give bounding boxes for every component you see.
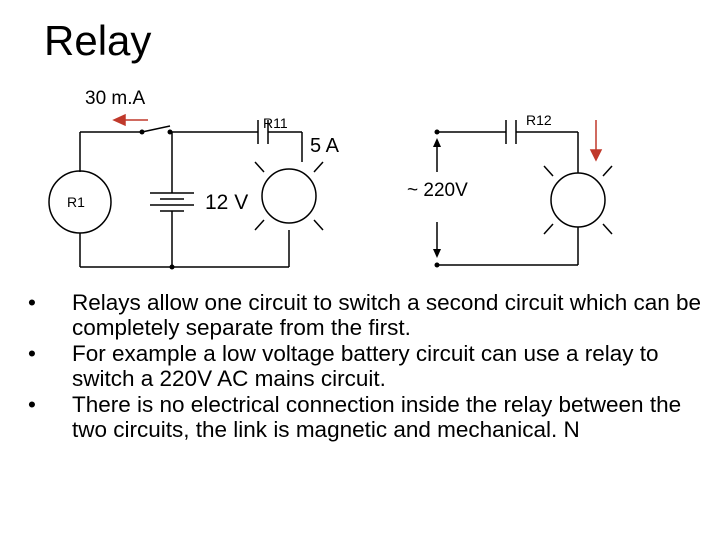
terminal-dot-5 — [434, 262, 440, 268]
slide-title: Relay — [44, 17, 152, 64]
lamp-left-ray-1 — [254, 161, 265, 173]
battery-label: 12 V — [205, 191, 248, 214]
circuit-diagram: 30 m.A R11 R12 5 A R1 12 V ~ 220V — [48, 88, 613, 270]
bullet-symbol: • — [28, 392, 36, 417]
bullet-item: • Relays allow one circuit to switch a se… — [28, 290, 713, 340]
contact-rating-label: 5 A — [310, 135, 340, 157]
mains-arrow-down-head — [433, 249, 441, 258]
lamp-left-ray-3 — [254, 219, 265, 231]
contact-label: R12 — [526, 112, 552, 128]
mains-label: ~ 220V — [407, 180, 468, 201]
bullet-symbol: • — [28, 290, 36, 315]
lamp-left-ray-2 — [313, 161, 324, 173]
mains-arrow-up-head — [433, 138, 441, 147]
lamp-left — [261, 168, 317, 224]
contact-arrow-head — [589, 149, 603, 162]
current-label: 30 m.A — [85, 88, 146, 109]
terminal-dot-4 — [434, 129, 440, 135]
coil-label: R11 — [263, 115, 288, 131]
lamp-right — [550, 172, 606, 228]
lamp-right-ray-2 — [602, 165, 613, 177]
lamp-left-ray-4 — [313, 219, 324, 231]
bullet-symbol: • — [28, 341, 36, 366]
terminal-dot-1 — [139, 129, 145, 135]
current-arrow-head — [112, 113, 126, 127]
terminal-dot-3 — [169, 264, 175, 270]
lamp-right-ray-3 — [543, 223, 554, 235]
bullet-text: Relays allow one circuit to switch a sec… — [72, 290, 702, 340]
terminal-dot-2 — [167, 129, 173, 135]
bullet-text: For example a low voltage battery circui… — [72, 341, 659, 391]
lamp-right-ray-4 — [602, 223, 613, 235]
bullet-item: • There is no electrical connection insid… — [28, 392, 713, 442]
resistor-r1 — [48, 170, 112, 234]
bullet-item: • For example a low voltage battery circu… — [28, 341, 713, 391]
resistor-label: R1 — [67, 194, 85, 210]
switch-lever — [141, 125, 171, 133]
bullet-text: There is no electrical connection inside… — [72, 392, 682, 442]
bullet-list: • Relays allow one circuit to switch a se… — [28, 290, 713, 443]
lamp-right-ray-1 — [543, 165, 554, 177]
